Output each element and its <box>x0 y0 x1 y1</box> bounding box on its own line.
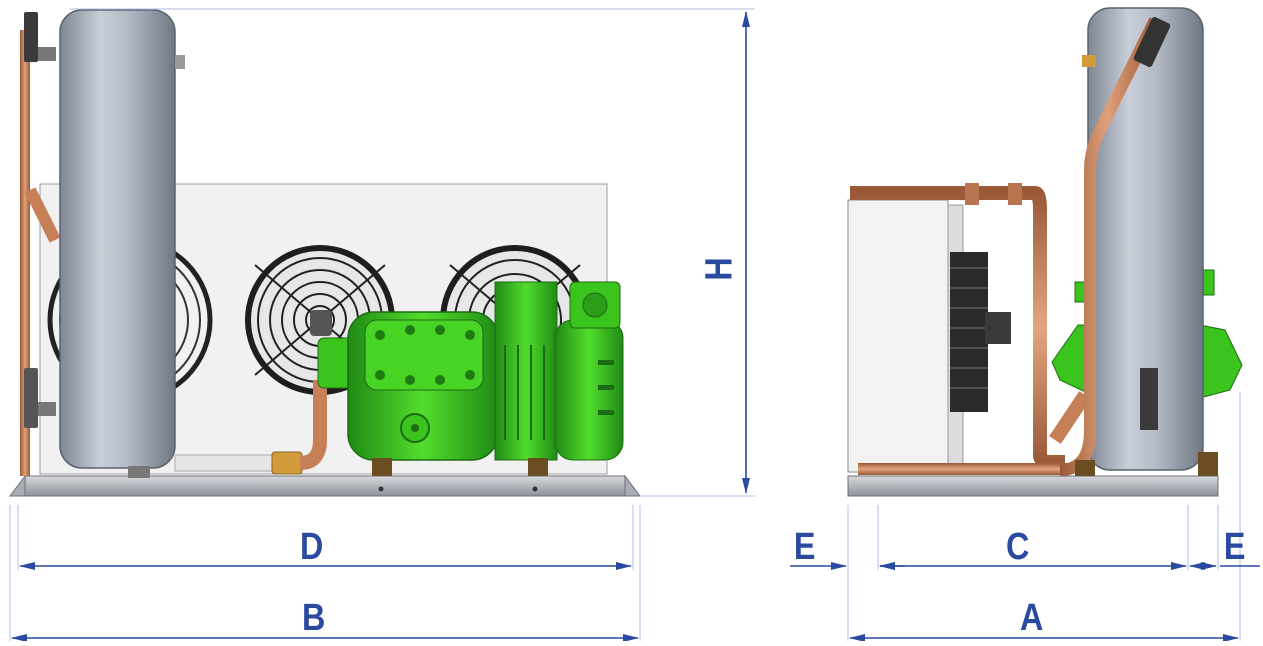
front-view <box>9 8 755 641</box>
compressor <box>310 281 624 476</box>
label-d: D <box>300 526 324 568</box>
label-c: C <box>1006 526 1030 568</box>
label-a: A <box>1020 597 1044 639</box>
side-view <box>847 7 1243 641</box>
side-condenser <box>847 199 949 473</box>
liquid-receiver <box>59 9 185 478</box>
label-h: H <box>698 257 741 281</box>
label-e-left: E <box>793 526 816 568</box>
side-base-frame <box>847 475 1219 497</box>
base-frame <box>24 475 626 497</box>
side-liquid-receiver <box>1082 7 1204 471</box>
label-e-right: E <box>1223 526 1246 568</box>
label-b: B <box>302 597 326 639</box>
